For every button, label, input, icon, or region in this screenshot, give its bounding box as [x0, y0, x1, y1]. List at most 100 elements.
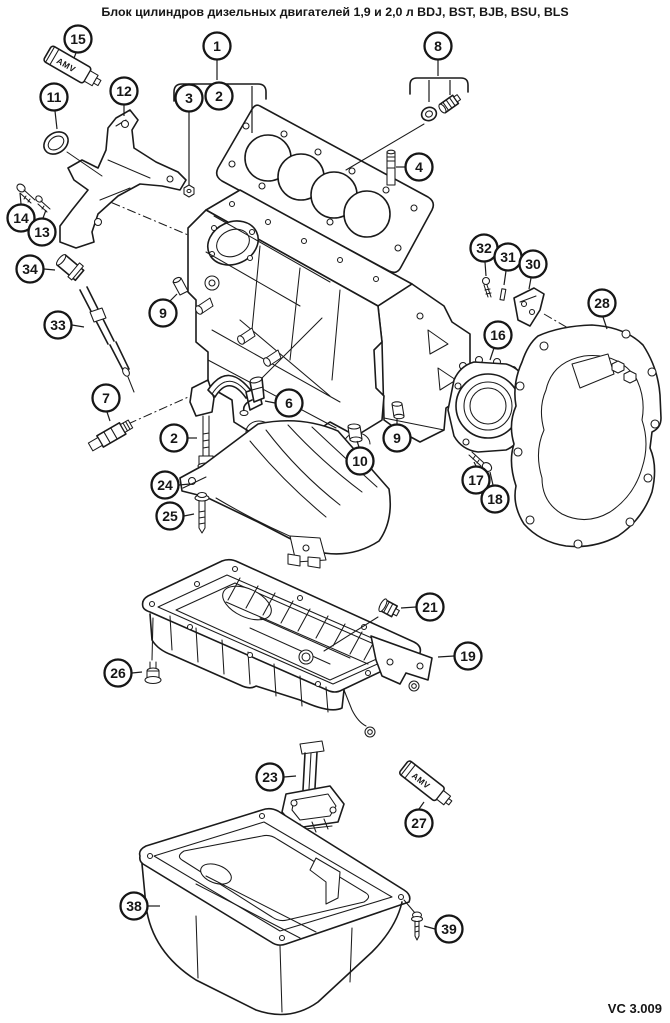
- boss-end: [263, 357, 271, 367]
- stud-threads: [386, 156, 396, 169]
- callout-number: 2: [215, 88, 223, 104]
- callout-leader: [503, 270, 507, 286]
- rim-hole: [231, 565, 239, 573]
- callout-9a: 9: [148, 293, 178, 328]
- callout-leader: [169, 293, 178, 302]
- foot-hole: [302, 544, 310, 552]
- gasket-outline: [510, 324, 662, 548]
- baffle-body: [179, 420, 392, 555]
- bracket-group-8: [409, 77, 469, 95]
- callout-number: 19: [460, 648, 476, 664]
- dowel-end: [349, 436, 363, 443]
- callout-circle: [483, 320, 513, 350]
- seal-inner: [47, 135, 65, 151]
- callout-number: 9: [393, 430, 401, 446]
- callout-circle: [119, 891, 149, 921]
- callout-number: 32: [476, 240, 492, 256]
- callout-17: 17: [461, 461, 491, 495]
- upper-oil-pan: [141, 558, 433, 738]
- bolt-hole: [228, 160, 236, 168]
- callout-33: 33: [43, 310, 85, 340]
- callout-leader: [489, 347, 495, 361]
- pan-corner-edge: [343, 689, 367, 727]
- rim-hole: [397, 893, 405, 901]
- bolt-head: [16, 183, 26, 193]
- callout-31: 31: [493, 242, 523, 286]
- callout-circle: [6, 203, 36, 233]
- boss-end: [195, 305, 203, 315]
- callout-24: 24: [150, 470, 191, 500]
- plug-body-group: [378, 598, 400, 618]
- hex-facets: [383, 601, 394, 615]
- dowel-10: [347, 423, 363, 443]
- rim-hole: [364, 669, 372, 677]
- callout-leader: [73, 52, 77, 59]
- far-wall-ribs: [225, 577, 377, 665]
- gasket-holes: [228, 122, 418, 252]
- bolt-shaft: [414, 920, 420, 941]
- bolt-hole: [258, 182, 266, 190]
- callout-number: 13: [34, 224, 50, 240]
- flange-hole: [416, 662, 424, 670]
- callout-leader: [528, 277, 532, 290]
- callout-leader: [264, 400, 276, 404]
- callout-leader: [43, 268, 56, 271]
- plug-flange: [378, 598, 388, 613]
- callout-circle: [39, 82, 69, 112]
- callout-leader: [183, 513, 195, 517]
- bolt-hole: [513, 447, 523, 457]
- callout-number: 16: [490, 327, 506, 343]
- bolt-washer: [144, 675, 162, 685]
- fitting-axis-line: [345, 123, 425, 171]
- washer-bore: [425, 110, 433, 118]
- callout-number: 27: [411, 815, 427, 831]
- callout-number: 25: [162, 508, 178, 524]
- callout-number: 38: [126, 898, 142, 914]
- bolt-hole: [93, 217, 103, 227]
- bolt-hole: [242, 122, 250, 130]
- callout-2a: 2: [204, 81, 234, 111]
- callout-number: 3: [185, 90, 193, 106]
- bolt-hole: [621, 329, 631, 339]
- bolt-hole: [326, 218, 334, 226]
- callout-21: 21: [400, 592, 445, 622]
- callout-number: 39: [441, 921, 457, 937]
- bolt-hole: [650, 419, 660, 429]
- funnel-mouth: [56, 254, 67, 266]
- callout-number: 26: [110, 665, 126, 681]
- foot-pad: [307, 556, 321, 569]
- seal-ring: [43, 131, 103, 177]
- tube-crimp-lines: [45, 46, 60, 66]
- bolt-hole: [410, 204, 418, 212]
- bolt-hole: [314, 148, 322, 156]
- callout-circle: [434, 914, 464, 944]
- block-ribs: [205, 215, 341, 429]
- pin-body: [499, 288, 507, 301]
- callout-circle: [159, 423, 189, 453]
- tube-crimp-lines: [400, 761, 416, 779]
- plug-pointer-line: [323, 616, 379, 652]
- callout-34: 34: [15, 254, 56, 284]
- baffle-ribs: [182, 424, 378, 550]
- drain-boss-bore: [301, 652, 311, 662]
- bracket-leader: [428, 80, 451, 102]
- rim-hole: [146, 852, 154, 860]
- dipstick-tip: [127, 376, 135, 393]
- rib-lines: [225, 577, 377, 665]
- flange-hole: [386, 658, 394, 666]
- callout-9b: 9: [382, 418, 412, 453]
- head-gasket: [183, 104, 435, 274]
- pipe-top-flange: [299, 740, 325, 755]
- lower-oil-pan: [138, 807, 411, 1016]
- callout-leader: [42, 209, 47, 219]
- tube-nozzle: [445, 797, 453, 806]
- callout-number: 17: [468, 472, 484, 488]
- callout-circle: [43, 310, 73, 340]
- bolt-hole: [625, 517, 635, 527]
- callout-number: 11: [47, 89, 62, 105]
- callout-16: 16: [483, 320, 513, 361]
- callout-26: 26: [103, 658, 143, 688]
- bolt-hole: [382, 186, 390, 194]
- baffle-plate: [179, 420, 392, 569]
